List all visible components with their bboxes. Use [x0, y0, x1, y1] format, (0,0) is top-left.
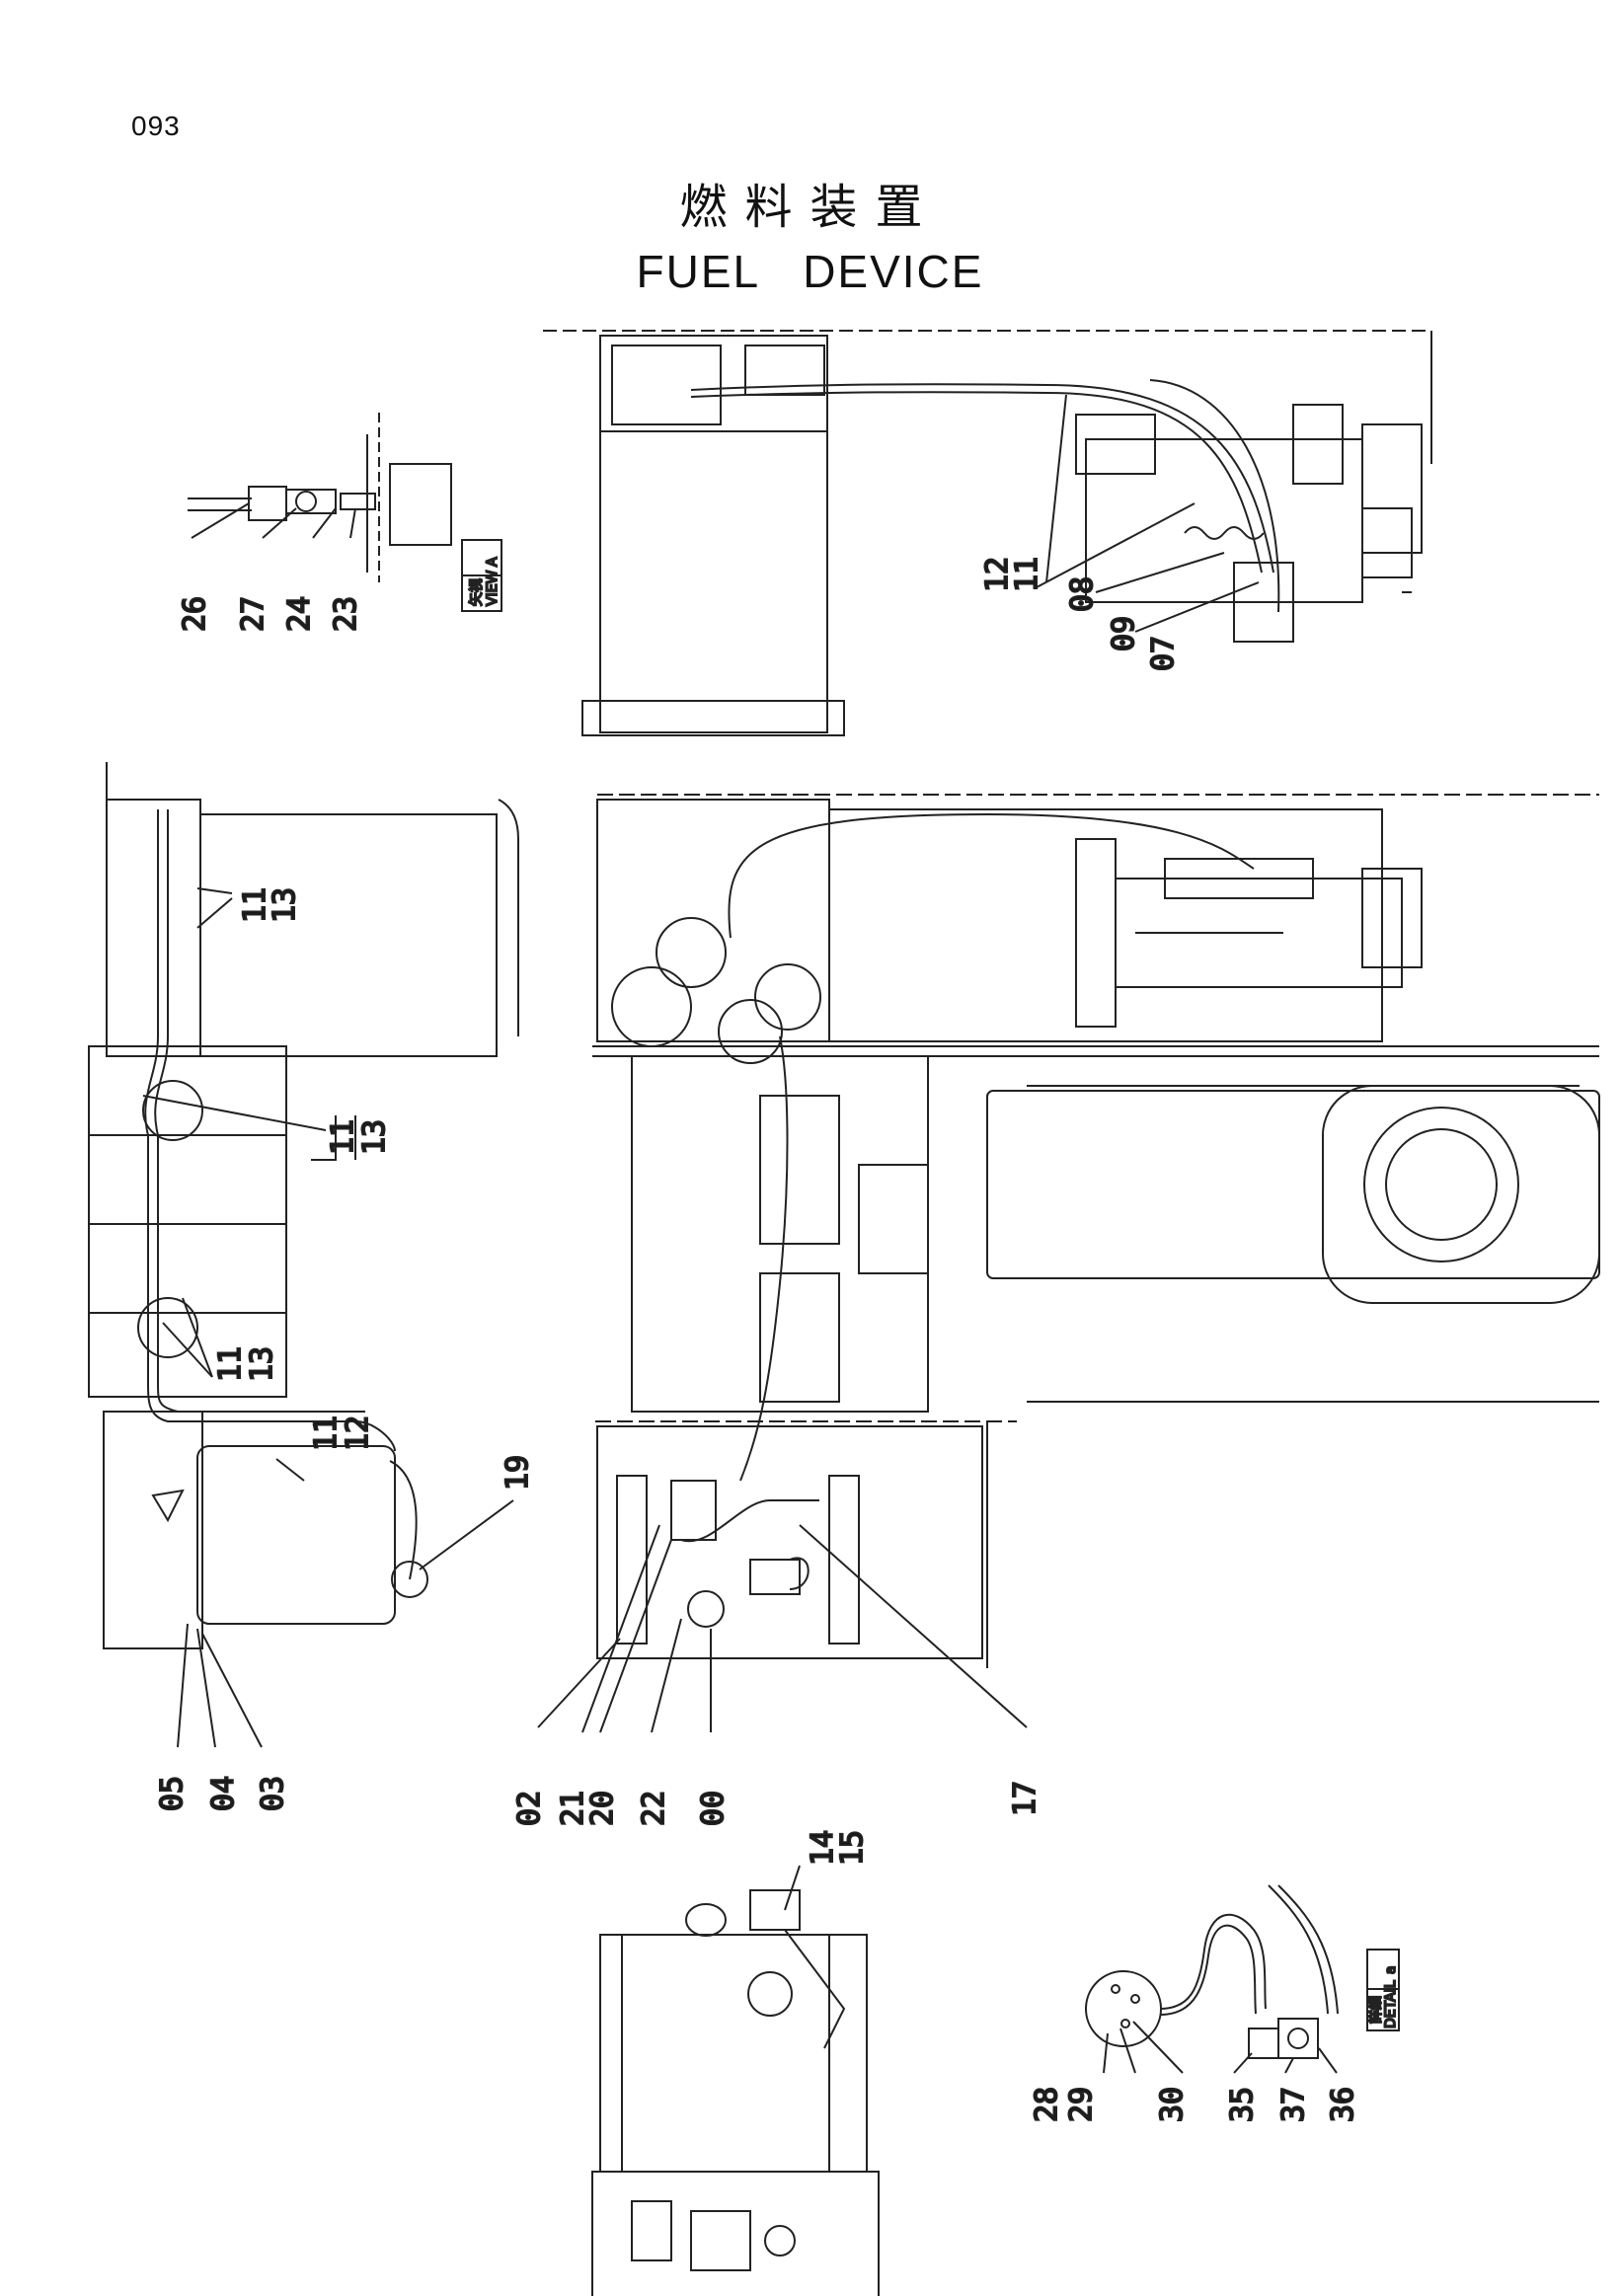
callout-00: 00	[696, 1791, 731, 1826]
tank-detail-view	[591, 1865, 880, 2296]
frame-side-view	[592, 794, 1600, 1482]
callout-11-tank: 11	[309, 1416, 344, 1451]
callout-29: 29	[1064, 2087, 1099, 2122]
callout-35: 35	[1225, 2087, 1260, 2122]
callout-04: 04	[206, 1776, 241, 1811]
callout-24: 24	[282, 596, 317, 632]
detail-a-label-cn: 詳細	[1368, 1996, 1384, 2024]
callout-26: 26	[178, 596, 212, 632]
page-number: 093	[131, 111, 181, 141]
callout-11-left: 11	[238, 887, 272, 923]
callout-12-top: 12	[980, 557, 1015, 592]
callout-30: 30	[1155, 2087, 1190, 2122]
callout-11-mid: 11	[326, 1119, 360, 1155]
callout-20: 20	[585, 1791, 620, 1826]
callout-28: 28	[1030, 2087, 1064, 2122]
callout-13-left: 13	[268, 887, 302, 923]
callout-15: 15	[835, 1830, 870, 1866]
view-a-drawing	[188, 413, 502, 612]
view-a-label-cn: 矢視	[469, 578, 485, 606]
callout-02: 02	[512, 1791, 547, 1826]
detail-a-letter: a	[1383, 1965, 1399, 1974]
callout-05: 05	[155, 1776, 190, 1811]
callout-07: 07	[1146, 636, 1181, 671]
callout-03: 03	[256, 1776, 290, 1811]
detail-a-drawing	[1085, 1884, 1400, 2074]
title-english: FUEL DEVICE	[636, 246, 984, 297]
view-a-label-en: VIEW	[485, 570, 501, 606]
pump-filter-view	[537, 1420, 1028, 1733]
callout-27: 27	[236, 596, 270, 632]
callout-22: 22	[637, 1791, 671, 1826]
callout-14: 14	[806, 1830, 840, 1866]
engine-top-view	[543, 330, 1432, 736]
callout-09: 09	[1107, 616, 1141, 651]
page-title: 燃料装置 FUEL DEVICE	[0, 168, 1620, 298]
callout-17: 17	[1008, 1781, 1042, 1816]
callout-37: 37	[1276, 2087, 1311, 2122]
callout-12-tank: 12	[341, 1416, 375, 1451]
title-chinese: 燃料装置	[679, 180, 941, 235]
callout-08: 08	[1065, 576, 1100, 612]
left-side-view	[88, 762, 519, 1748]
callout-13-low: 13	[245, 1346, 279, 1382]
callout-21: 21	[556, 1791, 590, 1826]
callout-23: 23	[329, 596, 363, 632]
callout-19: 19	[501, 1455, 535, 1491]
view-a-letter: A	[485, 557, 501, 567]
callout-36: 36	[1326, 2087, 1360, 2122]
callout-11-low: 11	[213, 1346, 248, 1382]
callout-11-top: 11	[1010, 557, 1044, 592]
detail-a-label-en: DETAIL	[1383, 1980, 1399, 2028]
callout-13-mid: 13	[357, 1119, 392, 1155]
